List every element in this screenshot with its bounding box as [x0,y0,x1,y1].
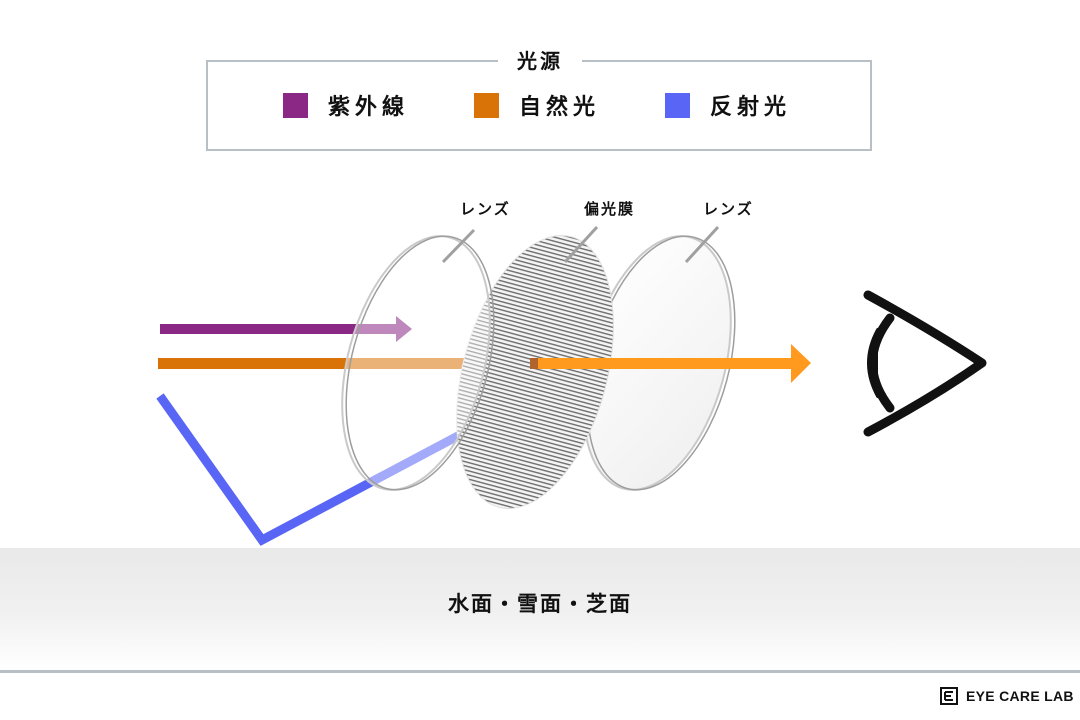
surface-label: 水面・雪面・芝面 [448,592,632,616]
legend-label-natural: 自然光 [519,95,601,120]
legend-item-natural: 自然光 [474,92,601,120]
legend-item-reflected: 反射光 [665,92,792,120]
lens-back-leader [684,225,720,264]
lens-front-leader [441,228,476,264]
brand: EYE CARE LAB [940,686,1074,706]
ground-line [0,670,1080,673]
lens-front [341,235,495,491]
polarizer-leader [563,225,599,264]
legend-swatch-uv [283,92,308,118]
legend-swatch-natural [474,92,499,118]
polarizing-film [456,234,614,510]
brand-name: EYE CARE LAB [966,688,1074,704]
legend-label-reflected: 反射光 [710,95,792,120]
lens-back-label: レンズ [703,200,754,218]
lens-front-label: レンズ [460,200,511,218]
natural-light-ray-transmitted [530,344,811,383]
legend-title: 光源 [498,47,582,75]
eye-icon [863,290,987,437]
polarizer-label: 偏光膜 [584,200,636,218]
legend-label-uv: 紫外線 [328,95,410,120]
brand-logo-icon [940,687,958,705]
legend-swatch-reflected [665,92,690,118]
uv-ray [160,316,412,342]
ground-surface [0,548,1080,670]
natural-light-ray-incoming [158,358,538,369]
legend-item-uv: 紫外線 [283,92,410,120]
